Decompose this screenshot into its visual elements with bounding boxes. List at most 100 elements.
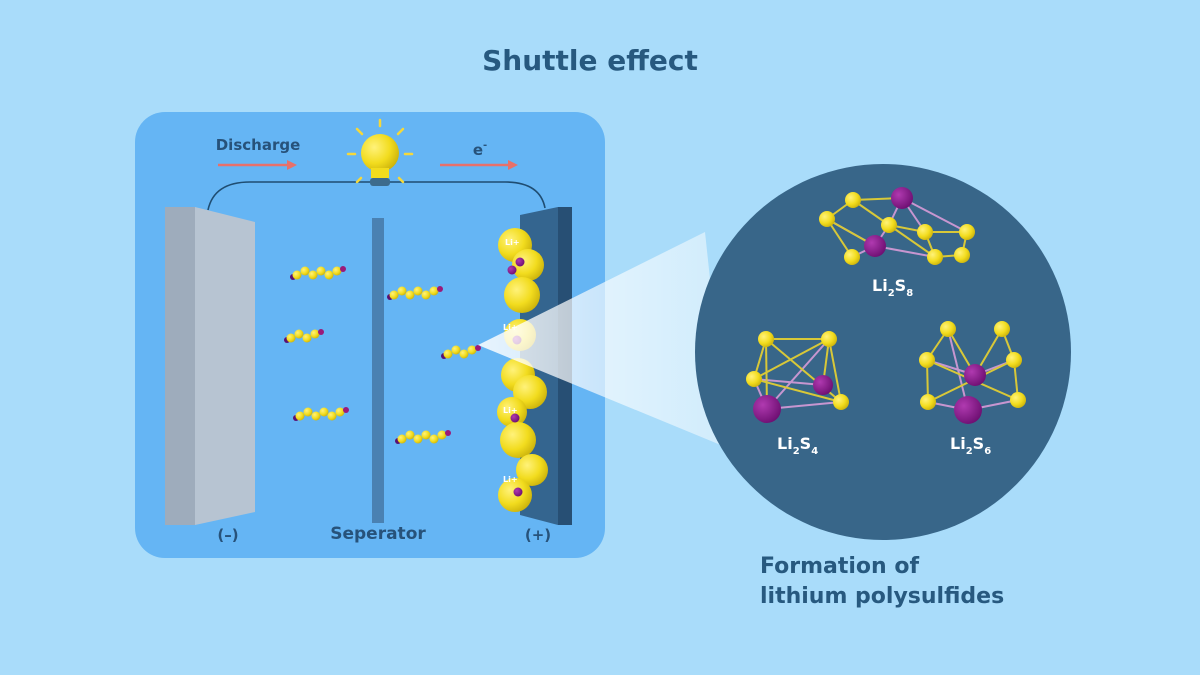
lithium-ion-label: Li+: [503, 406, 518, 415]
sulfur-atom: [311, 411, 321, 421]
bond: [888, 224, 936, 258]
bond: [753, 378, 842, 403]
lithium-ion: [510, 413, 520, 423]
sulfur-atom: [959, 224, 975, 240]
sulfur-atom: [397, 286, 407, 296]
sulfur-atom: [286, 333, 296, 343]
bond: [828, 338, 842, 403]
lithium-ion-label: Li+: [505, 238, 520, 247]
sulfur-atom: [833, 394, 849, 410]
sulfur-atom: [881, 217, 897, 233]
lithium-ion-label: Li+: [503, 475, 518, 484]
li2s4-model: [746, 331, 849, 423]
bond: [901, 197, 968, 233]
sulfur-deposit: [497, 397, 527, 427]
polysulfide-chain: [441, 345, 481, 359]
sulfur-atom: [451, 345, 461, 355]
sulfur-atom: [294, 329, 304, 339]
sulfur-atom: [437, 430, 447, 440]
lithium-atom: [954, 396, 982, 424]
sulfur-atom: [332, 266, 342, 276]
li2s6-model: [919, 321, 1026, 424]
sulfur-atom: [429, 434, 439, 444]
sulfur-atom: [300, 266, 310, 276]
sulfur-atom: [397, 434, 407, 444]
sulfur-atom: [405, 430, 415, 440]
sulfur-atom: [295, 411, 305, 421]
sulfur-atom: [917, 224, 933, 240]
sulfur-atom: [303, 407, 313, 417]
electron-flow-arrow-icon: [440, 160, 518, 170]
positive-terminal-label: (+): [525, 526, 551, 544]
lithium-atom: [343, 407, 349, 413]
magnification-beam: [478, 232, 728, 448]
light-bulb-icon: [346, 118, 414, 186]
bond: [753, 378, 824, 386]
sulfur-atom: [292, 270, 302, 280]
electron-label: e-: [473, 140, 487, 159]
lithium-atom: [964, 364, 986, 386]
discharge-arrow-icon: [218, 160, 297, 170]
separator-label: Seperator: [330, 524, 426, 544]
sulfur-atom: [405, 290, 415, 300]
sulfur-atom: [302, 333, 312, 343]
sulfur-atom: [335, 407, 345, 417]
polysulfide-chain: [290, 266, 346, 280]
negative-terminal-label: (–): [217, 526, 238, 544]
molecule-label-li2s6: Li2S6: [950, 434, 991, 457]
negative-electrode: [165, 207, 255, 525]
caption-line-2: lithium polysulfides: [760, 584, 1004, 609]
li2s8-model: [819, 187, 975, 265]
lithium-atom: [753, 395, 781, 423]
sulfur-atom: [746, 371, 762, 387]
polysulfide-chain: [387, 286, 443, 300]
sulfur-atom: [421, 290, 431, 300]
polysulfide-chain: [284, 329, 324, 343]
sulfur-atom: [459, 349, 469, 359]
lithium-atom: [340, 266, 346, 272]
sulfur-atom: [467, 345, 477, 355]
polysulfide-chain: [395, 430, 451, 444]
sulfur-atom: [920, 394, 936, 410]
sulfur-atom: [919, 352, 935, 368]
sulfur-atom: [316, 266, 326, 276]
sulfur-deposits: Li+ Li+ Li+ Li+: [497, 228, 548, 512]
sulfur-atom: [845, 192, 861, 208]
sulfur-atom: [413, 434, 423, 444]
zoom-circle: [695, 164, 1071, 540]
sulfur-atom: [443, 349, 453, 359]
molecule-label-li2s8: Li2S8: [872, 276, 913, 299]
discharge-label: Discharge: [216, 136, 301, 154]
polysulfide-chains: [284, 266, 481, 444]
sulfur-atom: [429, 286, 439, 296]
sulfur-deposit: [512, 249, 544, 281]
sulfur-atom: [421, 430, 431, 440]
sulfur-deposit: [504, 277, 540, 313]
lithium-ion: [507, 265, 517, 275]
bond: [766, 338, 830, 410]
sulfur-atom: [994, 321, 1010, 337]
battery-cell: Discharge e- Li+Li+Li+Li+ (–) Seperator …: [135, 112, 605, 558]
molecule-models: [746, 187, 1026, 424]
sulfur-atom: [413, 286, 423, 296]
lithium-ion: [515, 257, 525, 267]
lithium-ion-label: Li+: [503, 323, 518, 332]
sulfur-deposit: [500, 422, 536, 458]
sulfur-deposit: [516, 454, 548, 486]
sulfur-atom: [324, 270, 334, 280]
sulfur-atom: [940, 321, 956, 337]
sulfur-atom: [1010, 392, 1026, 408]
sulfur-atom: [319, 407, 329, 417]
sulfur-atom: [844, 249, 860, 265]
sulfur-atom: [308, 270, 318, 280]
lithium-atom: [445, 430, 451, 436]
sulfur-atom: [821, 331, 837, 347]
separator: [372, 218, 384, 523]
lithium-atom: [813, 375, 833, 395]
lithium-atom: [864, 235, 886, 257]
sulfur-atom: [954, 247, 970, 263]
lithium-atom: [891, 187, 913, 209]
lithium-atom: [437, 286, 443, 292]
sulfur-atom: [927, 249, 943, 265]
